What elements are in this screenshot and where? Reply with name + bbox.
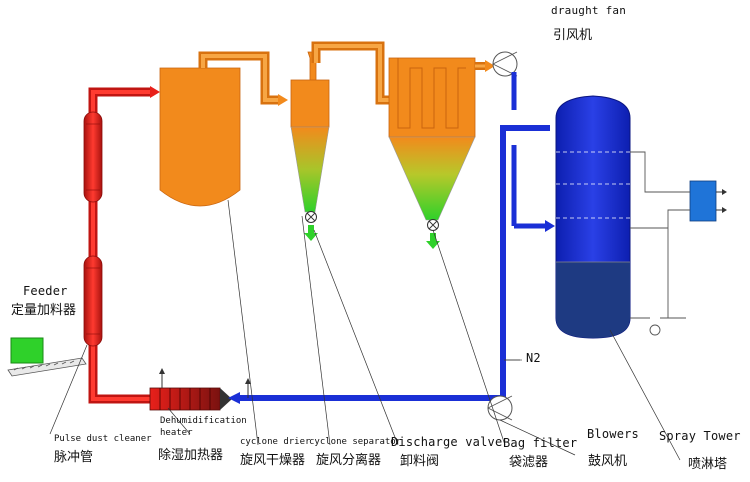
hot-air-arrow (150, 86, 160, 98)
pulse-dust-cleaner-label-zh: 脉冲管 (54, 450, 94, 465)
bag-filter-label: Bag filter (503, 436, 578, 450)
feeder-label: Feeder (23, 284, 68, 298)
draught-fan-label: draught fan (551, 4, 627, 17)
spray-tower-label: Spray Tower (659, 429, 741, 443)
cyclone-drier-label-zh: 旋风干燥器 (240, 453, 306, 468)
cooler (630, 151, 727, 336)
cyclone-drier-label: cyclone drier (240, 437, 311, 447)
bag-filter-label-zh: 袋滤器 (509, 455, 549, 470)
spray-tower-label-zh: 喷淋塔 (688, 457, 728, 472)
feeder-label-zh: 定量加料器 (11, 303, 77, 318)
pulse-dust-cleaner-label: Pulse dust cleaner (54, 434, 152, 444)
cyclone-separator-label: cyclone separator (309, 437, 402, 447)
discharge-valve-label-zh: 卸料阀 (400, 454, 440, 469)
feeder (7, 337, 87, 377)
pulse-dust-cleaner (83, 111, 103, 347)
n2-label: N2 (526, 351, 541, 365)
draught-fan-label-zh: 引风机 (553, 28, 593, 43)
blowers-label: Blowers (587, 427, 639, 441)
leader-lines (49, 199, 681, 461)
heater-label-zh: 除湿加热器 (158, 448, 224, 463)
discharge-valve-label: Discharge valve (391, 435, 503, 449)
cyclone-separator (290, 41, 400, 241)
spray-tower (555, 95, 631, 339)
cyclone-separator-label-zh: 旋风分离器 (316, 453, 382, 468)
blowers-label-zh: 鼓风机 (588, 454, 628, 469)
blue-return-loop (228, 72, 555, 404)
heater-label-line1: Dehumidification (160, 416, 247, 426)
draught-fan (492, 51, 518, 77)
dehumidification-heater (149, 368, 232, 411)
cyclone-drier (159, 51, 288, 207)
heater-label-line2: heater (160, 428, 193, 438)
bag-filter (388, 57, 495, 249)
